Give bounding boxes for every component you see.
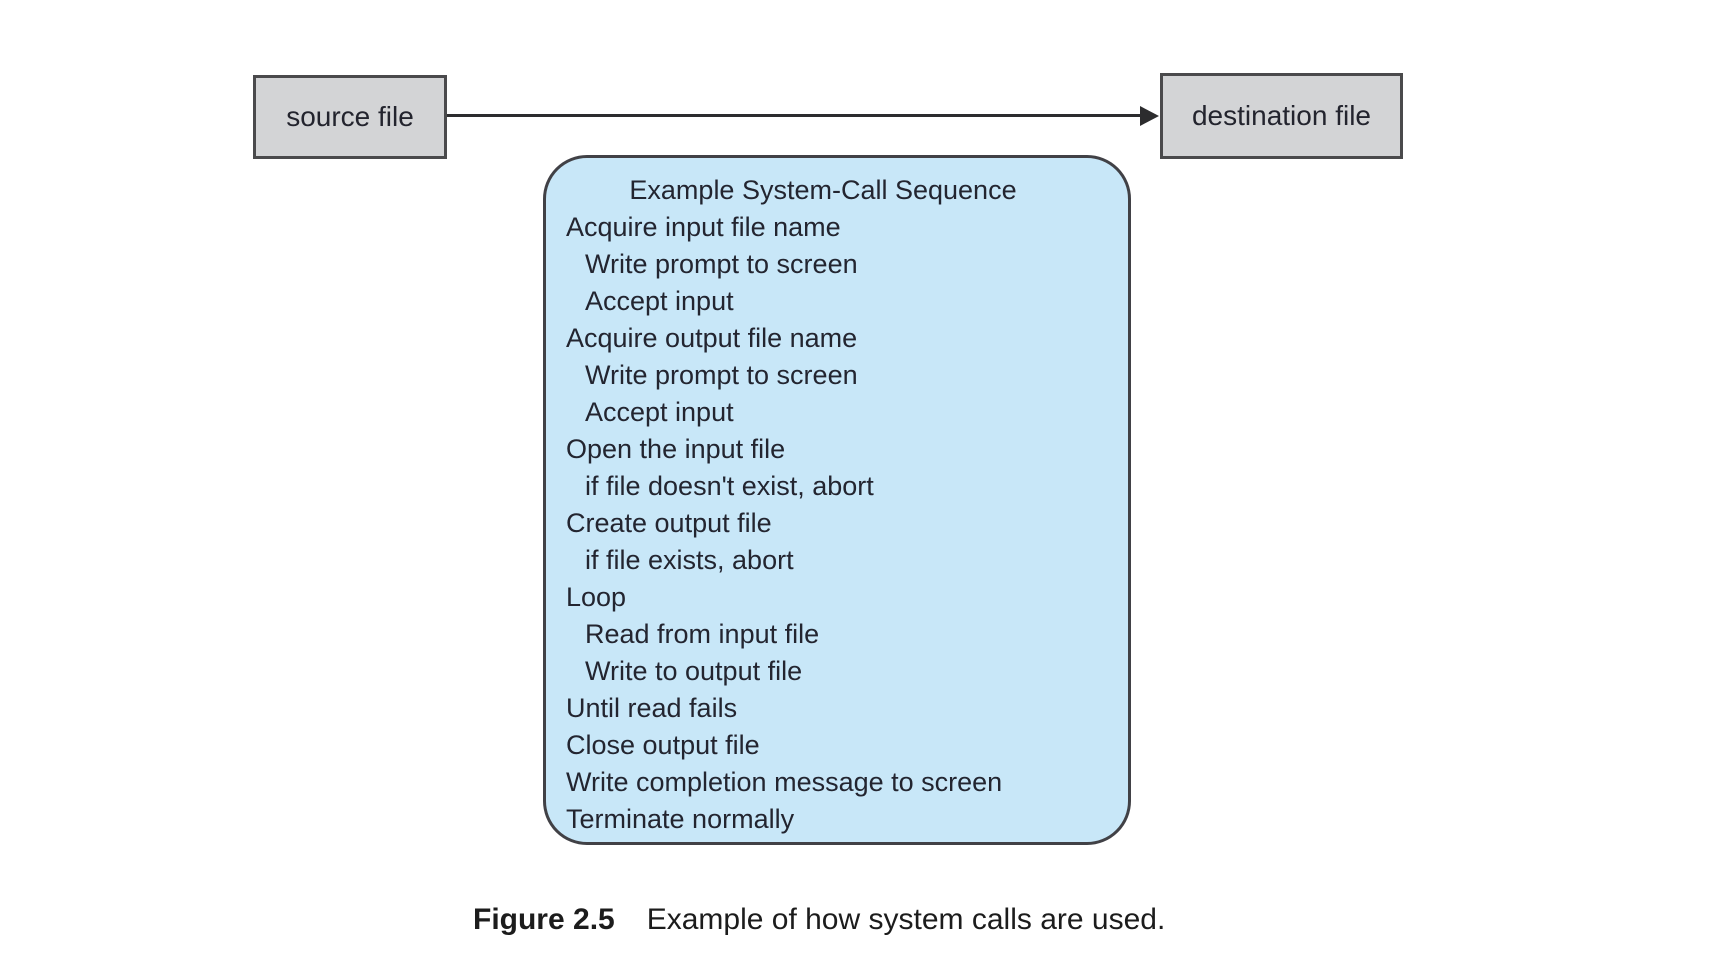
system-call-sequence-box: Example System-Call Sequence Acquire inp… <box>543 155 1131 845</box>
sequence-line: Write prompt to screen <box>585 360 858 390</box>
sequence-line: Create output file <box>566 508 772 538</box>
destination-file-node: destination file <box>1160 73 1403 159</box>
sequence-line: Read from input file <box>585 619 820 649</box>
sequence-line: Until read fails <box>566 693 738 723</box>
sequence-line: Terminate normally <box>566 804 795 834</box>
source-file-label: source file <box>286 101 414 132</box>
copy-arrow-head-icon <box>1140 106 1159 126</box>
sequence-title: Example System-Call Sequence <box>629 175 1017 205</box>
sequence-line: Accept input <box>585 286 734 316</box>
sequence-line: Acquire input file name <box>566 212 841 242</box>
copy-arrow-line <box>447 114 1147 117</box>
sequence-line: Write prompt to screen <box>585 249 858 279</box>
sequence-line: if file exists, abort <box>585 545 794 575</box>
sequence-line: Accept input <box>585 397 734 427</box>
destination-file-label: destination file <box>1191 100 1371 131</box>
sequence-line: Acquire output file name <box>566 323 858 353</box>
sequence-line: if file doesn't exist, abort <box>585 471 874 501</box>
source-file-node: source file <box>253 75 447 159</box>
figure-caption-label: Figure 2.5 <box>473 903 615 936</box>
sequence-line: Close output file <box>566 730 760 760</box>
figure-caption: Figure 2.5 Example of how system calls ar… <box>473 903 1165 937</box>
sequence-line: Write completion message to screen <box>566 767 1003 797</box>
sequence-line: Open the input file <box>566 434 786 464</box>
sequence-line: Loop <box>566 582 627 612</box>
figure-caption-text: Example of how system calls are used. <box>646 903 1166 936</box>
sequence-line: Write to output file <box>585 656 803 686</box>
